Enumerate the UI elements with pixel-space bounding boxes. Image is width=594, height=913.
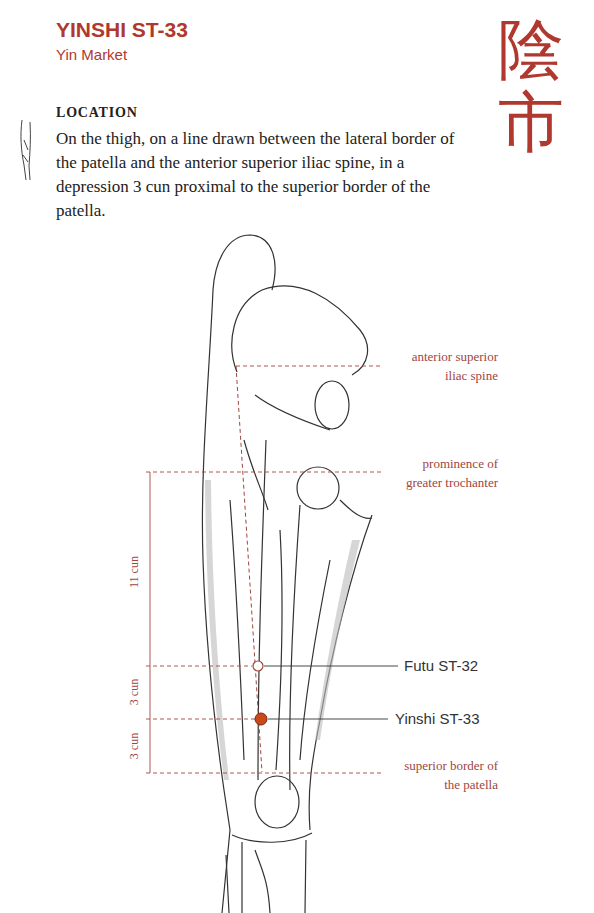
landmark-label: prominence of greater trochanter <box>388 454 498 492</box>
leader-lines <box>264 666 398 719</box>
dimension-label: 3 cun <box>127 731 142 761</box>
landmark-label: superior border of the patella <box>388 756 498 794</box>
subtitle: Yin Market <box>56 46 127 63</box>
chinese-name: 陰市 <box>498 14 564 159</box>
dimension-label: 3 cun <box>127 677 142 707</box>
leg-icon <box>21 120 30 180</box>
landmark-label: anterior superior iliac spine <box>388 347 498 385</box>
point-label: Futu ST-32 <box>404 656 478 676</box>
section-heading: LOCATION <box>56 105 138 121</box>
futu-point <box>253 661 263 671</box>
thigh-drawing <box>202 235 372 913</box>
yinshi-point <box>255 713 267 725</box>
meridian-line <box>236 366 262 772</box>
page-title: YINSHI ST-33 <box>56 18 188 42</box>
dimension-label: 11 cun <box>127 554 142 590</box>
stipple-shading <box>205 480 360 780</box>
point-label: Yinshi ST-33 <box>395 709 480 729</box>
reference-lines <box>146 366 383 773</box>
location-text: On the thigh, on a line drawn between th… <box>56 127 468 223</box>
